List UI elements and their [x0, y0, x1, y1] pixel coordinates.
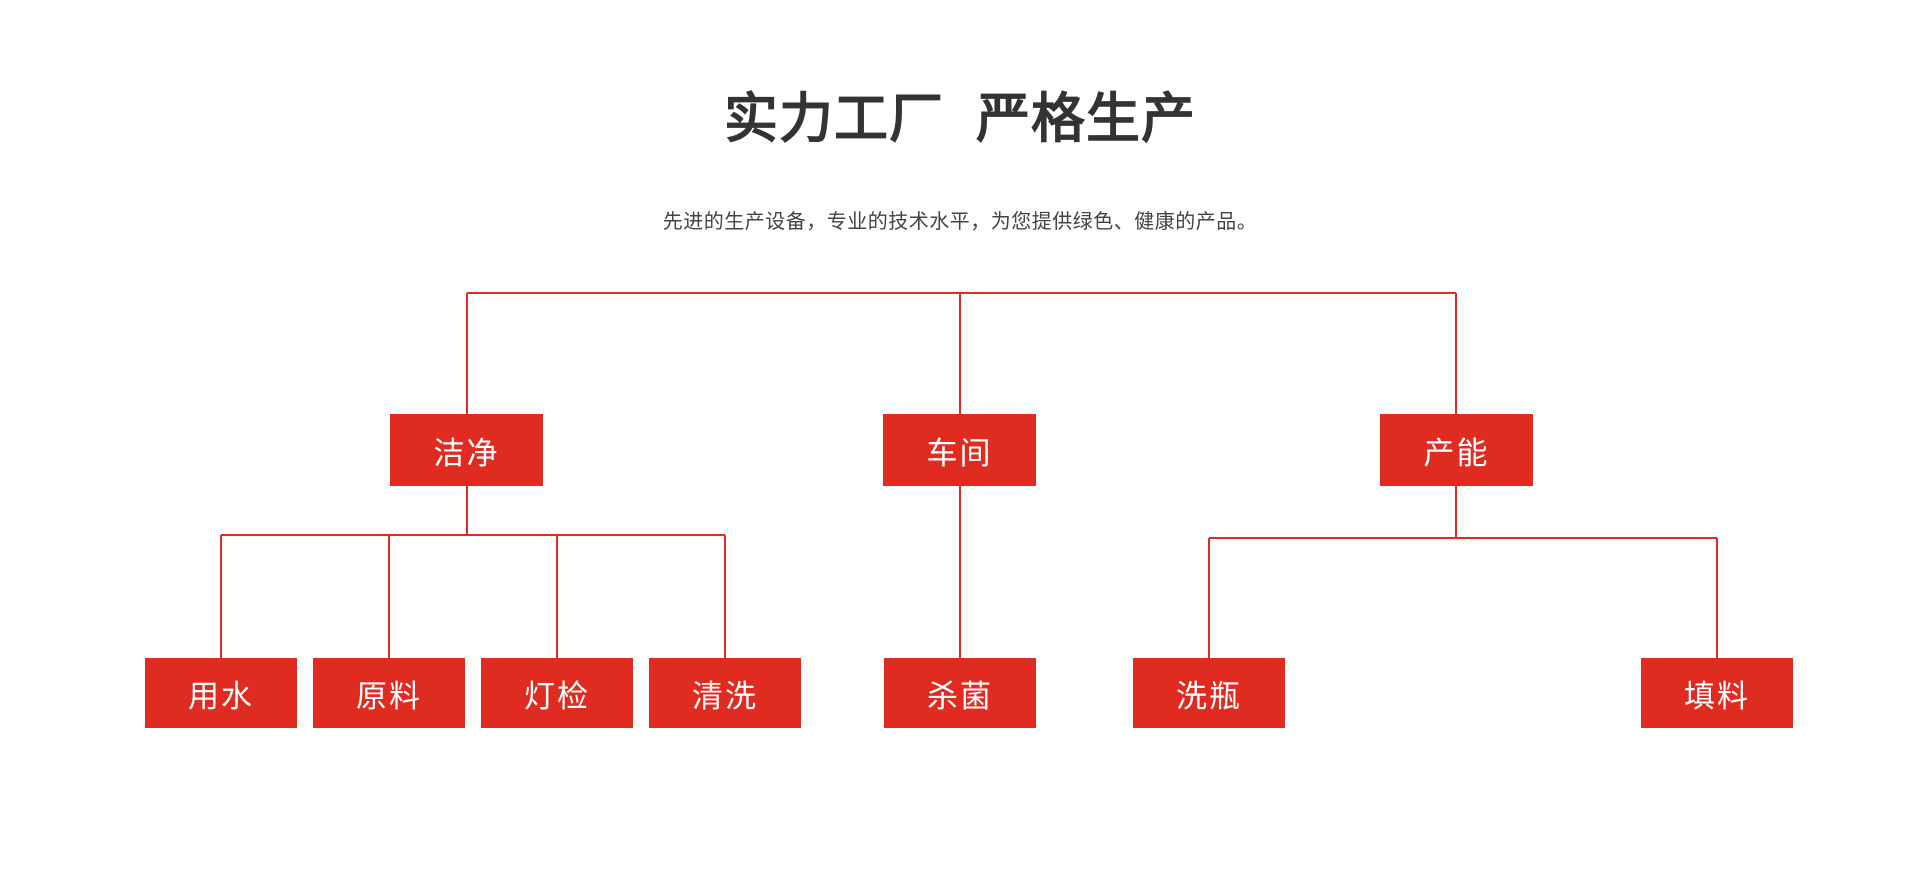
node-material[interactable]: 原料 — [313, 658, 465, 728]
node-bottle-washing[interactable]: 洗瓶 — [1133, 658, 1285, 728]
node-water[interactable]: 用水 — [145, 658, 297, 728]
node-lamp-inspection[interactable]: 灯检 — [481, 658, 633, 728]
node-capacity[interactable]: 产能 — [1380, 414, 1533, 486]
node-sterilization[interactable]: 杀菌 — [884, 658, 1036, 728]
page-subtitle: 先进的生产设备，专业的技术水平，为您提供绿色、健康的产品。 — [662, 211, 1258, 233]
node-clean[interactable]: 洁净 — [390, 414, 543, 486]
node-washing[interactable]: 清洗 — [649, 658, 801, 728]
page-title: 实力工厂 严格生产 — [723, 89, 1196, 149]
node-filling[interactable]: 填料 — [1641, 658, 1793, 728]
node-workshop[interactable]: 车间 — [883, 414, 1036, 486]
